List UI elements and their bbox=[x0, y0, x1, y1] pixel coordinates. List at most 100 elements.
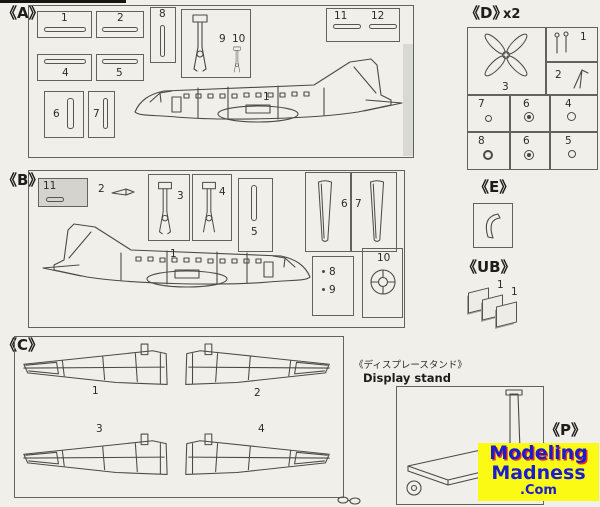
section-c-frame bbox=[14, 336, 344, 498]
part-box-a11-12 bbox=[326, 8, 400, 42]
part-cell-d6a bbox=[510, 95, 550, 132]
section-c-label: 《C》 bbox=[2, 336, 44, 354]
section-p-label: 《P》 bbox=[545, 421, 586, 439]
wheel-drawing bbox=[370, 269, 396, 295]
part-number-d3: 3 bbox=[502, 81, 509, 93]
part-number-c4: 4 bbox=[258, 423, 265, 435]
wing-drawing-2 bbox=[185, 343, 330, 385]
round-part bbox=[568, 150, 576, 158]
section-d-label: 《D》 bbox=[465, 4, 508, 22]
part-number-d6b: 6 bbox=[523, 135, 530, 147]
section-a-frame bbox=[28, 5, 414, 158]
part-number-b2: 2 bbox=[98, 183, 105, 195]
part-number-a7: 7 bbox=[93, 108, 100, 120]
part-box-a6 bbox=[44, 91, 84, 138]
fuselage-drawing-a bbox=[134, 58, 403, 123]
antenna-part-drawing bbox=[573, 69, 589, 89]
wing-drawing-3 bbox=[23, 433, 168, 475]
part-box-b3 bbox=[148, 174, 190, 241]
dart-part-drawing bbox=[111, 188, 135, 196]
part-box-b7 bbox=[351, 172, 397, 252]
part-strip bbox=[102, 59, 138, 64]
display-stand-label-en: Display stand bbox=[363, 371, 451, 385]
part-number-a11: 11 bbox=[334, 10, 348, 22]
part-number-a4: 4 bbox=[62, 67, 69, 79]
intake-cone-drawing bbox=[317, 180, 333, 242]
watermark-line3: .Com bbox=[520, 482, 557, 498]
part-number-d4: 4 bbox=[565, 98, 572, 110]
round-part bbox=[485, 115, 492, 122]
wing-drawing-1 bbox=[23, 343, 168, 385]
part-box-b6 bbox=[305, 172, 351, 252]
part-strip bbox=[44, 59, 86, 64]
part-strip bbox=[103, 98, 108, 129]
part-box-a7 bbox=[88, 91, 115, 138]
landing-gear-drawing bbox=[202, 181, 216, 233]
part-cell-d3 bbox=[467, 27, 546, 95]
section-e-label: 《E》 bbox=[474, 178, 515, 196]
clear-plate-part bbox=[496, 301, 517, 328]
part-number-b6: 6 bbox=[341, 198, 348, 210]
part-number-b11: 11 bbox=[43, 180, 57, 192]
scan-edge-artifact bbox=[0, 0, 126, 3]
curved-part-drawing bbox=[485, 213, 501, 239]
part-number-d7: 7 bbox=[478, 98, 485, 110]
part-strip bbox=[251, 185, 257, 221]
part-number-b9: 9 bbox=[329, 284, 336, 296]
fuselage-drawing-b bbox=[42, 223, 311, 288]
part-number-b5: 5 bbox=[251, 226, 258, 238]
part-cell-d4 bbox=[550, 95, 598, 132]
part-cell-d6b bbox=[510, 132, 550, 170]
scan-smudge bbox=[403, 44, 414, 156]
part-box-a1 bbox=[37, 11, 92, 38]
small-part-drawing bbox=[337, 496, 361, 505]
section-b-label: 《B》 bbox=[2, 171, 44, 189]
part-box-b4 bbox=[192, 174, 232, 241]
part-strip bbox=[67, 98, 74, 129]
part-number-ub1: 1 bbox=[497, 279, 504, 291]
part-number-a10: 10 bbox=[232, 33, 246, 45]
pin-parts-drawing bbox=[554, 31, 569, 54]
round-part bbox=[567, 112, 576, 121]
part-number-c2: 2 bbox=[254, 387, 261, 399]
part-cell-d1 bbox=[546, 27, 598, 62]
part-cell-d2 bbox=[546, 62, 598, 95]
part-number-d5: 5 bbox=[565, 135, 572, 147]
part-strip bbox=[46, 197, 64, 202]
part-number-b3: 3 bbox=[177, 190, 184, 202]
watermark: Modeling Madness .Com bbox=[478, 443, 599, 501]
part-number-a2: 2 bbox=[117, 12, 124, 24]
part-number-a8: 8 bbox=[159, 8, 166, 20]
part-number-b8: 8 bbox=[329, 266, 336, 278]
part-strip bbox=[44, 27, 86, 32]
part-number-b4: 4 bbox=[219, 186, 226, 198]
small-part-dot bbox=[322, 288, 325, 291]
part-cell-d7 bbox=[467, 95, 510, 132]
part-box-a2 bbox=[96, 11, 144, 38]
part-number-a6: 6 bbox=[53, 108, 60, 120]
part-number-a12: 12 bbox=[371, 10, 385, 22]
propeller-drawing bbox=[484, 33, 528, 77]
watermark-line2: Madness bbox=[491, 461, 586, 484]
part-box-a4 bbox=[37, 54, 92, 81]
part-number-a9: 9 bbox=[219, 33, 226, 45]
part-box-e bbox=[473, 203, 513, 248]
part-number-a1: 1 bbox=[61, 12, 68, 24]
small-part-dot bbox=[322, 270, 325, 273]
part-number-c3: 3 bbox=[96, 423, 103, 435]
part-box-a9-10 bbox=[181, 9, 251, 78]
part-number-d1: 1 bbox=[580, 31, 587, 43]
part-box-a8 bbox=[150, 7, 176, 63]
wing-drawing-4 bbox=[185, 433, 330, 475]
part-number-d6a: 6 bbox=[523, 98, 530, 110]
round-part-center bbox=[527, 153, 531, 157]
part-number-c1: 1 bbox=[92, 385, 99, 397]
watermark-line1: Modeling bbox=[489, 442, 588, 464]
section-b-frame bbox=[28, 170, 405, 328]
landing-gear-drawing bbox=[158, 181, 172, 235]
part-number-b-fuselage: 1 bbox=[170, 248, 177, 260]
part-box-a5 bbox=[96, 54, 144, 81]
part-box-b8-9 bbox=[312, 256, 354, 316]
part-strip bbox=[102, 27, 138, 32]
